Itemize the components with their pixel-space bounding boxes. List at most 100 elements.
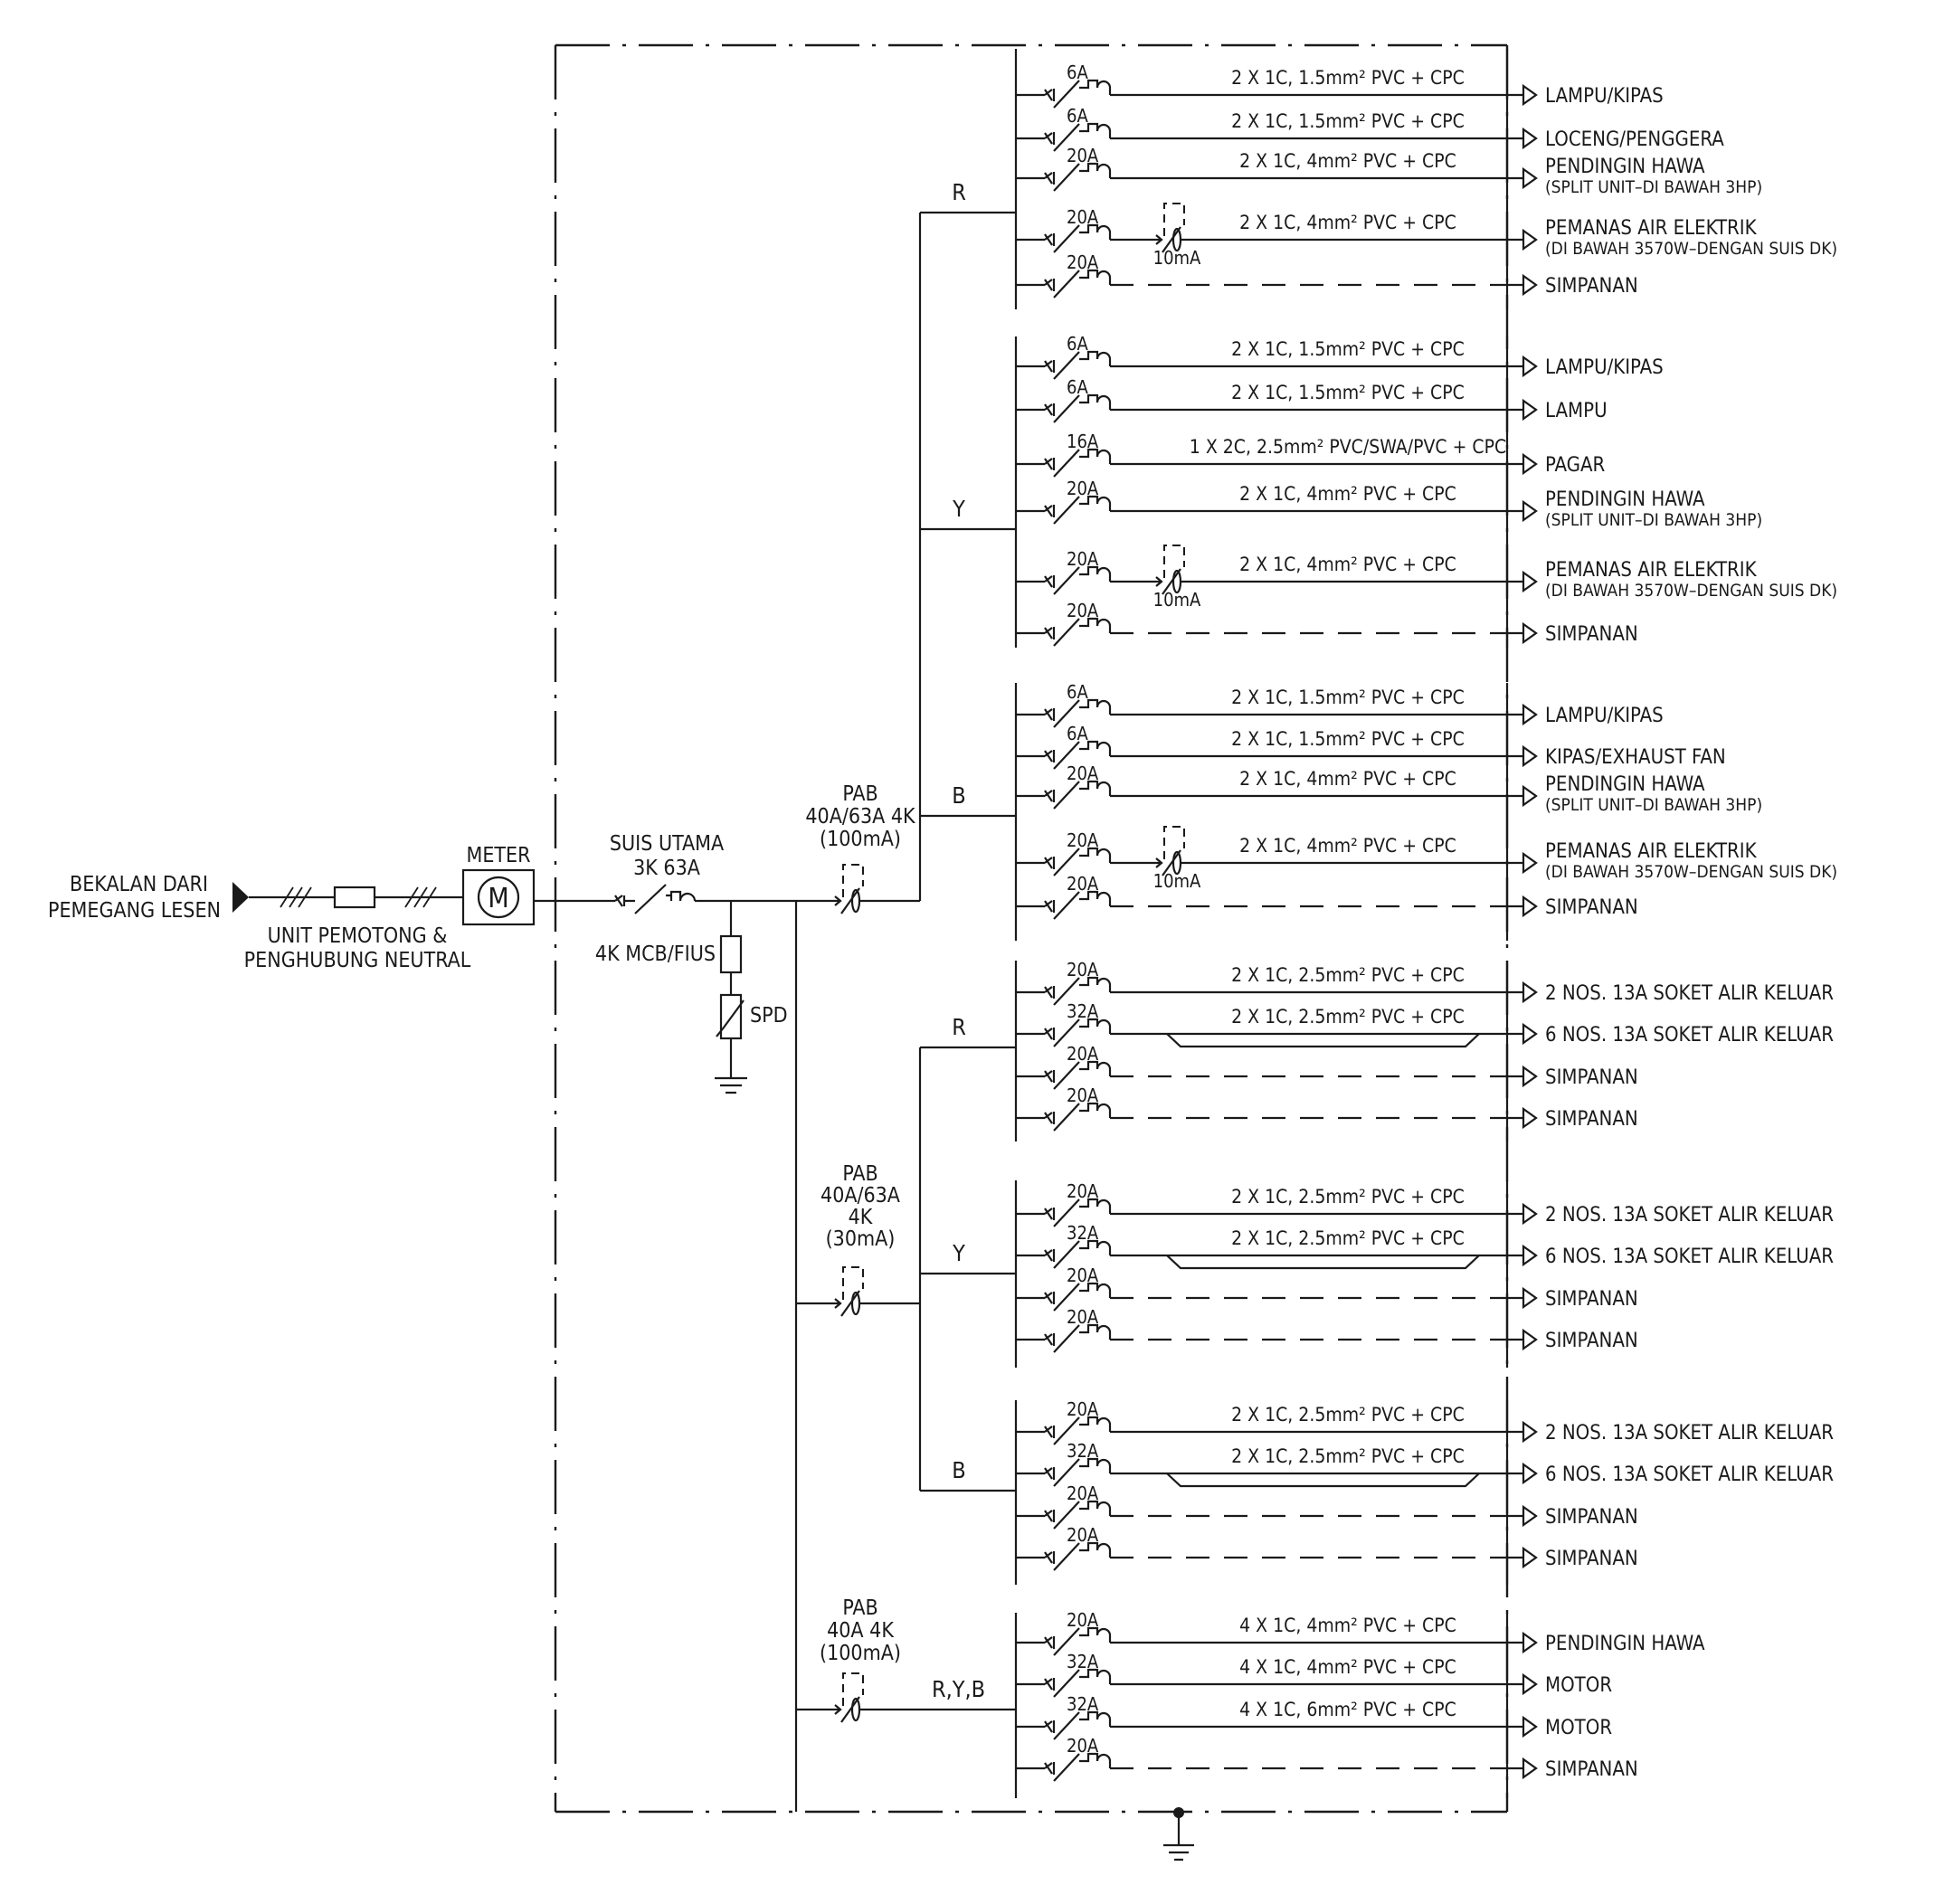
load-sub-label: (DI BAWAH 3570W–DENGAN SUIS DK) bbox=[1545, 581, 1837, 601]
mcb-rating: 32A bbox=[1067, 1440, 1099, 1462]
outgoing-arrow-icon bbox=[1503, 1631, 1538, 1654]
outgoing-arrow-icon bbox=[1503, 1022, 1538, 1046]
mcb-rating: 6A bbox=[1067, 681, 1088, 703]
outgoing-arrow-icon bbox=[1503, 1244, 1538, 1267]
mcb-icon bbox=[1044, 1720, 1056, 1733]
outgoing-arrow-icon bbox=[1503, 703, 1538, 726]
rcd-icon bbox=[1153, 203, 1185, 253]
main-switch-label-line2: 3K 63A bbox=[633, 857, 700, 880]
meter-icon bbox=[477, 876, 520, 919]
spd-mcb-label: 4K MCB/FIUS bbox=[595, 943, 716, 966]
mcb-rating: 32A bbox=[1067, 1651, 1099, 1672]
mcb-icon bbox=[1044, 627, 1056, 639]
outgoing-arrow-icon bbox=[1503, 1420, 1538, 1444]
rccb-label-line: (100mA) bbox=[820, 828, 901, 851]
mcb-rating: 20A bbox=[1067, 829, 1099, 851]
mcb-icon bbox=[1044, 1112, 1056, 1124]
mcb-rating: 20A bbox=[1067, 1482, 1099, 1504]
mcb-icon bbox=[1044, 132, 1056, 145]
mcb-icon bbox=[1044, 708, 1056, 721]
outgoing-arrow-icon bbox=[1503, 499, 1538, 523]
cable-spec: 2 X 1C, 2.5mm² PVC + CPC bbox=[1231, 1404, 1465, 1426]
load-label: SIMPANAN bbox=[1545, 1288, 1638, 1311]
load-sub-label: (DI BAWAH 3570W–DENGAN SUIS DK) bbox=[1545, 239, 1837, 259]
mcb-icon bbox=[1044, 857, 1056, 869]
cable-spec: 2 X 1C, 1.5mm² PVC + CPC bbox=[1231, 728, 1465, 750]
outgoing-arrow-icon bbox=[1503, 1462, 1538, 1485]
phase-label: Y bbox=[952, 1240, 965, 1266]
mcb-rating: 20A bbox=[1067, 763, 1099, 784]
rccb-label-line: 40A 4K bbox=[827, 1619, 894, 1643]
mcb-rating: 6A bbox=[1067, 723, 1088, 744]
mcb-rating: 20A bbox=[1067, 1306, 1099, 1328]
rccb-label-line: 40A/63A 4K bbox=[805, 805, 915, 829]
mcb-rating: 6A bbox=[1067, 62, 1088, 83]
load-label: PEMANAS AIR ELEKTRIK bbox=[1545, 840, 1758, 863]
outgoing-arrow-icon bbox=[1503, 1672, 1538, 1696]
mcb-rating: 20A bbox=[1067, 600, 1099, 621]
outgoing-arrow-icon bbox=[1503, 1757, 1538, 1780]
cable-spec: 2 X 1C, 4mm² PVC + CPC bbox=[1239, 483, 1456, 505]
mcb-icon bbox=[1044, 1333, 1056, 1346]
mcb-icon bbox=[1044, 1510, 1056, 1522]
load-label: PAGAR bbox=[1545, 454, 1606, 477]
load-label: KIPAS/EXHAUST FAN bbox=[1545, 746, 1726, 769]
mcb-rating: 16A bbox=[1067, 431, 1099, 452]
mcb-icon bbox=[1044, 1028, 1056, 1040]
cutout-fuse bbox=[333, 886, 376, 909]
rcd-icon bbox=[1153, 545, 1185, 595]
outgoing-arrow-icon bbox=[1503, 980, 1538, 1004]
outgoing-arrow-icon bbox=[1503, 1065, 1538, 1088]
cable-spec: 2 X 1C, 1.5mm² PVC + CPC bbox=[1231, 338, 1465, 360]
cable-spec: 4 X 1C, 4mm² PVC + CPC bbox=[1239, 1615, 1456, 1636]
rccb-label-line: 4K bbox=[849, 1206, 873, 1229]
mcb-icon bbox=[1044, 1249, 1056, 1262]
load-label: PENDINGIN HAWA bbox=[1545, 488, 1705, 511]
mcb-rating: 20A bbox=[1067, 548, 1099, 570]
ring-circuit bbox=[1166, 1033, 1480, 1048]
cable-spec: 2 X 1C, 1.5mm² PVC + CPC bbox=[1231, 382, 1465, 403]
rccb-symbol-icon bbox=[832, 1672, 864, 1723]
mcb-rating: 20A bbox=[1067, 1180, 1099, 1202]
mcb-icon bbox=[1044, 89, 1056, 101]
outgoing-arrow-icon bbox=[1503, 127, 1538, 150]
load-label: SIMPANAN bbox=[1545, 1108, 1638, 1131]
outgoing-arrow-icon bbox=[1503, 851, 1538, 875]
load-label: 6 NOS. 13A SOKET ALIR KELUAR bbox=[1545, 1464, 1834, 1486]
cable-spec: 4 X 1C, 4mm² PVC + CPC bbox=[1239, 1656, 1456, 1678]
phase-label: B bbox=[952, 1457, 965, 1483]
load-sub-label: (SPLIT UNIT–DI BAWAH 3HP) bbox=[1545, 510, 1762, 530]
outgoing-arrow-icon bbox=[1503, 452, 1538, 476]
cable-spec: 2 X 1C, 2.5mm² PVC + CPC bbox=[1231, 1006, 1465, 1028]
load-sub-label: (SPLIT UNIT–DI BAWAH 3HP) bbox=[1545, 177, 1762, 197]
outgoing-arrow-icon bbox=[1503, 166, 1538, 190]
load-label: 6 NOS. 13A SOKET ALIR KELUAR bbox=[1545, 1024, 1834, 1047]
cable-spec: 2 X 1C, 2.5mm² PVC + CPC bbox=[1231, 964, 1465, 986]
spd-branch: 4K MCB/FIUS SPD bbox=[595, 901, 788, 1094]
rccb-label-line: (100mA) bbox=[820, 1642, 901, 1665]
phase-label: Y bbox=[952, 496, 965, 522]
mcb-rating: 20A bbox=[1067, 1398, 1099, 1420]
outgoing-arrow-icon bbox=[1503, 355, 1538, 378]
mcb-rating: 20A bbox=[1067, 873, 1099, 895]
phase-label: R bbox=[952, 179, 966, 205]
supply-label-line1: BEKALAN DARI bbox=[70, 873, 208, 896]
meter-box bbox=[461, 868, 536, 926]
